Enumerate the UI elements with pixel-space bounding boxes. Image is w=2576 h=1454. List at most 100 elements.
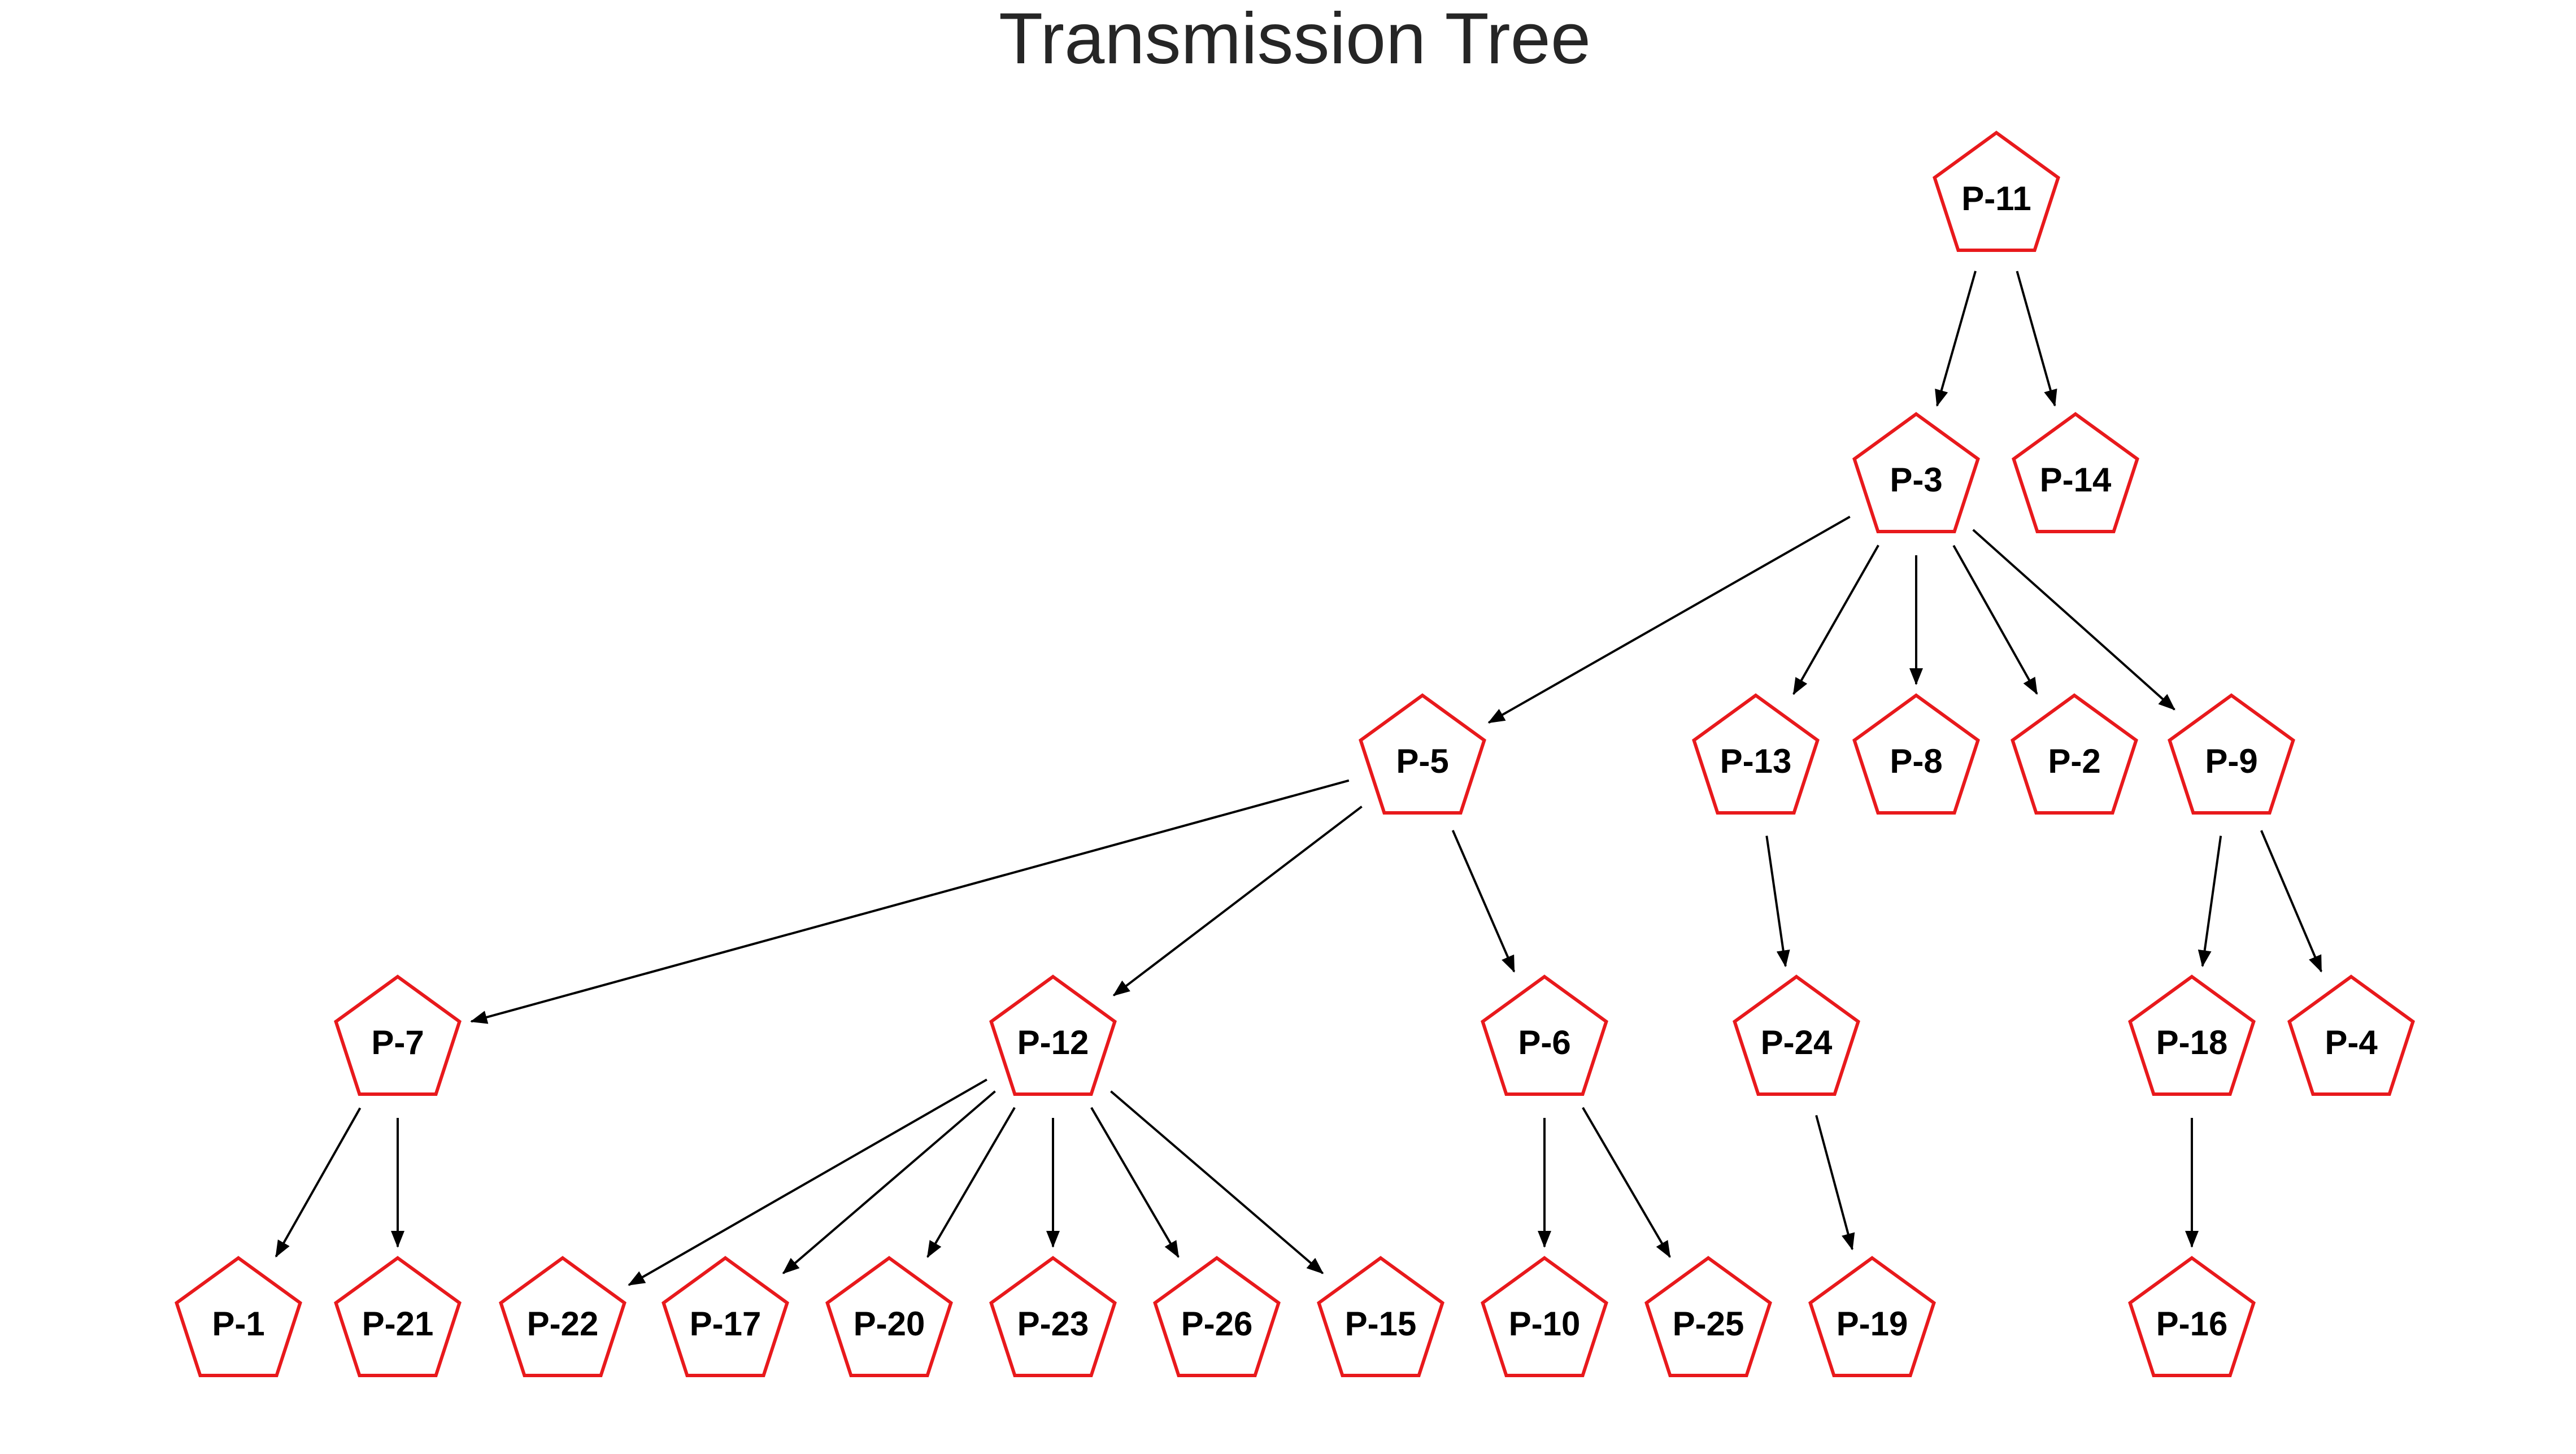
edge-p-11-to-p-3 [1935,271,1977,407]
edge-p-12-to-p-22 [628,1078,987,1286]
node-p-6: P-6 [1481,974,1608,1096]
node-p-20: P-20 [825,1256,953,1377]
pentagon-node-icon [662,1256,789,1377]
node-p-22: P-22 [499,1256,626,1377]
node-label: P-25 [1673,1305,1744,1343]
pentagon-node-icon [334,974,462,1096]
pentagon-node-icon [1359,693,1486,815]
pentagon-node-icon [1852,412,1980,533]
node-p-19: P-19 [1808,1256,1936,1377]
node-p-8: P-8 [1852,693,1980,815]
edge-p-9-to-p-4 [2260,830,2322,973]
node-p-26: P-26 [1153,1256,1281,1377]
edge-p-7-to-p-1 [275,1107,362,1258]
edges-layer [275,271,2322,1286]
pentagon-node-icon [989,974,1117,1096]
node-label: P-6 [1518,1024,1570,1061]
node-p-14: P-14 [2012,412,2139,533]
edge-p-3-to-p-13 [1792,545,1879,695]
node-label: P-23 [1017,1305,1089,1343]
node-label: P-19 [1837,1305,1908,1343]
edge-p-12-to-p-15 [1110,1090,1324,1274]
node-label: P-17 [690,1305,762,1343]
edge-p-3-to-p-2 [1952,545,2038,695]
node-label: P-5 [1396,742,1448,780]
pentagon-node-icon [1644,1256,1772,1377]
pentagon-node-icon [989,1256,1117,1377]
pentagon-node-icon [334,1256,462,1377]
node-label: P-15 [1345,1305,1417,1343]
node-label: P-7 [371,1024,424,1061]
node-p-2: P-2 [2011,693,2138,815]
node-p-13: P-13 [1692,693,1820,815]
node-label: P-14 [2040,461,2112,499]
node-label: P-24 [1761,1024,1833,1061]
edge-p-3-to-p-9 [1972,529,2175,711]
edge-p-13-to-p-24 [1765,835,1790,968]
pentagon-node-icon [1692,693,1820,815]
node-label: P-4 [2325,1024,2378,1061]
node-p-21: P-21 [334,1256,462,1377]
node-p-11: P-11 [1933,130,2060,252]
pentagon-node-icon [175,1256,302,1377]
node-p-1: P-1 [175,1256,302,1377]
node-p-12: P-12 [989,974,1117,1096]
node-p-3: P-3 [1852,412,1980,533]
pentagon-node-icon [1481,974,1608,1096]
node-label: P-9 [2205,742,2257,780]
pentagon-node-icon [1153,1256,1281,1377]
edge-p-24-to-p-19 [1815,1115,1855,1251]
node-label: P-1 [212,1305,264,1343]
edge-p-3-to-p-5 [1487,516,1851,724]
node-label: P-8 [1890,742,1942,780]
node-label: P-22 [527,1305,599,1343]
pentagon-node-icon [825,1256,953,1377]
pentagon-node-icon [2128,1256,2256,1377]
node-p-15: P-15 [1317,1256,1444,1377]
pentagon-node-icon [2287,974,2415,1096]
pentagon-node-icon [2128,974,2256,1096]
edge-p-5-to-p-6 [1451,830,1516,973]
pentagon-node-icon [2168,693,2295,815]
diagram-title: Transmission Tree [999,0,1591,79]
node-label: P-12 [1017,1024,1089,1061]
node-label: P-2 [2048,742,2100,780]
node-p-16: P-16 [2128,1256,2256,1377]
node-p-10: P-10 [1481,1256,1608,1377]
edge-p-5-to-p-12 [1112,806,1363,996]
node-label: P-20 [854,1305,925,1343]
edge-p-11-to-p-14 [2016,271,2057,407]
edge-p-12-to-p-20 [926,1107,1016,1259]
pentagon-node-icon [1733,974,1860,1096]
node-label: P-13 [1720,742,1792,780]
pentagon-node-icon [1481,1256,1608,1377]
node-label: P-26 [1181,1305,1253,1343]
node-label: P-16 [2156,1305,2228,1343]
pentagon-node-icon [1317,1256,1444,1377]
pentagon-node-icon [1852,693,1980,815]
edge-p-6-to-p-25 [1582,1107,1671,1259]
node-p-9: P-9 [2168,693,2295,815]
node-p-24: P-24 [1733,974,1860,1096]
node-p-17: P-17 [662,1256,789,1377]
edge-p-5-to-p-7 [470,779,1350,1024]
node-p-18: P-18 [2128,974,2256,1096]
node-label: P-11 [1961,180,2031,217]
node-p-23: P-23 [989,1256,1117,1377]
edge-p-12-to-p-17 [782,1090,996,1274]
edge-p-9-to-p-18 [2198,835,2222,968]
pentagon-node-icon [1933,130,2060,252]
pentagon-node-icon [2011,693,2138,815]
node-label: P-21 [362,1305,434,1343]
pentagon-node-icon [2012,412,2139,533]
node-p-4: P-4 [2287,974,2415,1096]
edge-p-12-to-p-26 [1090,1107,1180,1259]
pentagon-node-icon [1808,1256,1936,1377]
node-p-5: P-5 [1359,693,1486,815]
pentagon-node-icon [499,1256,626,1377]
node-p-7: P-7 [334,974,462,1096]
node-label: P-3 [1890,461,1942,499]
node-label: P-18 [2156,1024,2228,1061]
